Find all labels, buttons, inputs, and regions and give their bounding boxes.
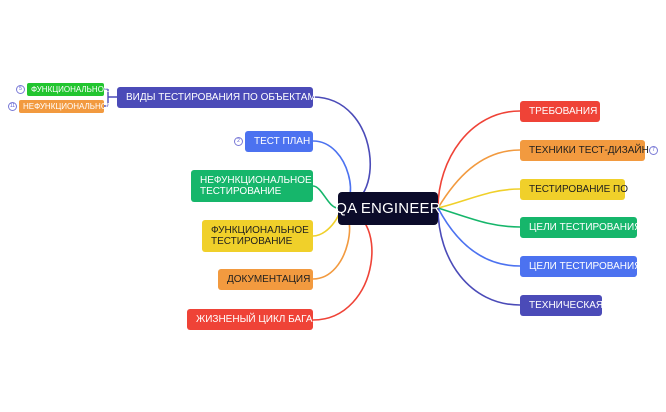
collapsed-count-badge[interactable]: 2 bbox=[234, 137, 243, 146]
connector-nonfunc bbox=[312, 185, 339, 209]
collapsed-count-badge[interactable]: 5 bbox=[16, 85, 25, 94]
topic-technical[interactable]: ТЕХНИЧЕСКАЯ bbox=[520, 295, 603, 316]
connector-testing-po bbox=[437, 188, 521, 209]
subtopic-nonfunctional[interactable]: НЕФУНКЦИОНАЛЬНОЕ bbox=[19, 100, 112, 113]
topic-requirements[interactable]: ТРЕБОВАНИЯ bbox=[520, 101, 600, 122]
topic-nonfunctional-testing[interactable]: НЕФУНКЦИОНАЛЬНОЕ ТЕСТИРОВАНИЕ bbox=[191, 170, 313, 202]
connector-sub-bracket bbox=[104, 88, 117, 107]
connector-tech bbox=[437, 207, 521, 306]
connector-goals-1 bbox=[437, 207, 521, 228]
topic-test-design-techniques[interactable]: ТЕХНИКИ ТЕСТ-ДИЗАЙН bbox=[520, 140, 649, 161]
topic-functional-testing[interactable]: ФУНКЦИОНАЛЬНОЕ ТЕСТИРОВАНИЕ bbox=[202, 220, 313, 252]
central-topic[interactable]: QA ENGINEER bbox=[335, 192, 441, 225]
topic-test-plan[interactable]: ТЕСТ ПЛАН bbox=[245, 131, 313, 152]
topic-bug-lifecycle[interactable]: ЖИЗНЕНЫЙ ЦИКЛ БАГА bbox=[187, 309, 313, 330]
connector-goals-2 bbox=[437, 207, 521, 267]
collapsed-count-badge[interactable]: 11 bbox=[8, 102, 17, 111]
collapsed-count-badge[interactable]: 7 bbox=[649, 146, 658, 155]
topic-testing-goals-green[interactable]: ЦЕЛИ ТЕСТИРОВАНИЯ bbox=[520, 217, 641, 238]
subtopic-functional[interactable]: ФУНКЦИОНАЛЬНОЕ bbox=[27, 83, 109, 96]
connector-req bbox=[437, 110, 521, 209]
topic-vidy-testirovaniya[interactable]: ВИДЫ ТЕСТИРОВАНИЯ ПО ОБЪЕКТАМ bbox=[117, 87, 316, 108]
topic-testing-goals-blue[interactable]: ЦЕЛИ ТЕСТИРОВАНИЯ bbox=[520, 256, 641, 277]
topic-software-testing[interactable]: ТЕСТИРОВАНИЕ ПО bbox=[520, 179, 628, 200]
connector-techniques bbox=[437, 149, 521, 209]
topic-documentation[interactable]: ДОКУМЕНТАЦИЯ bbox=[218, 269, 313, 290]
